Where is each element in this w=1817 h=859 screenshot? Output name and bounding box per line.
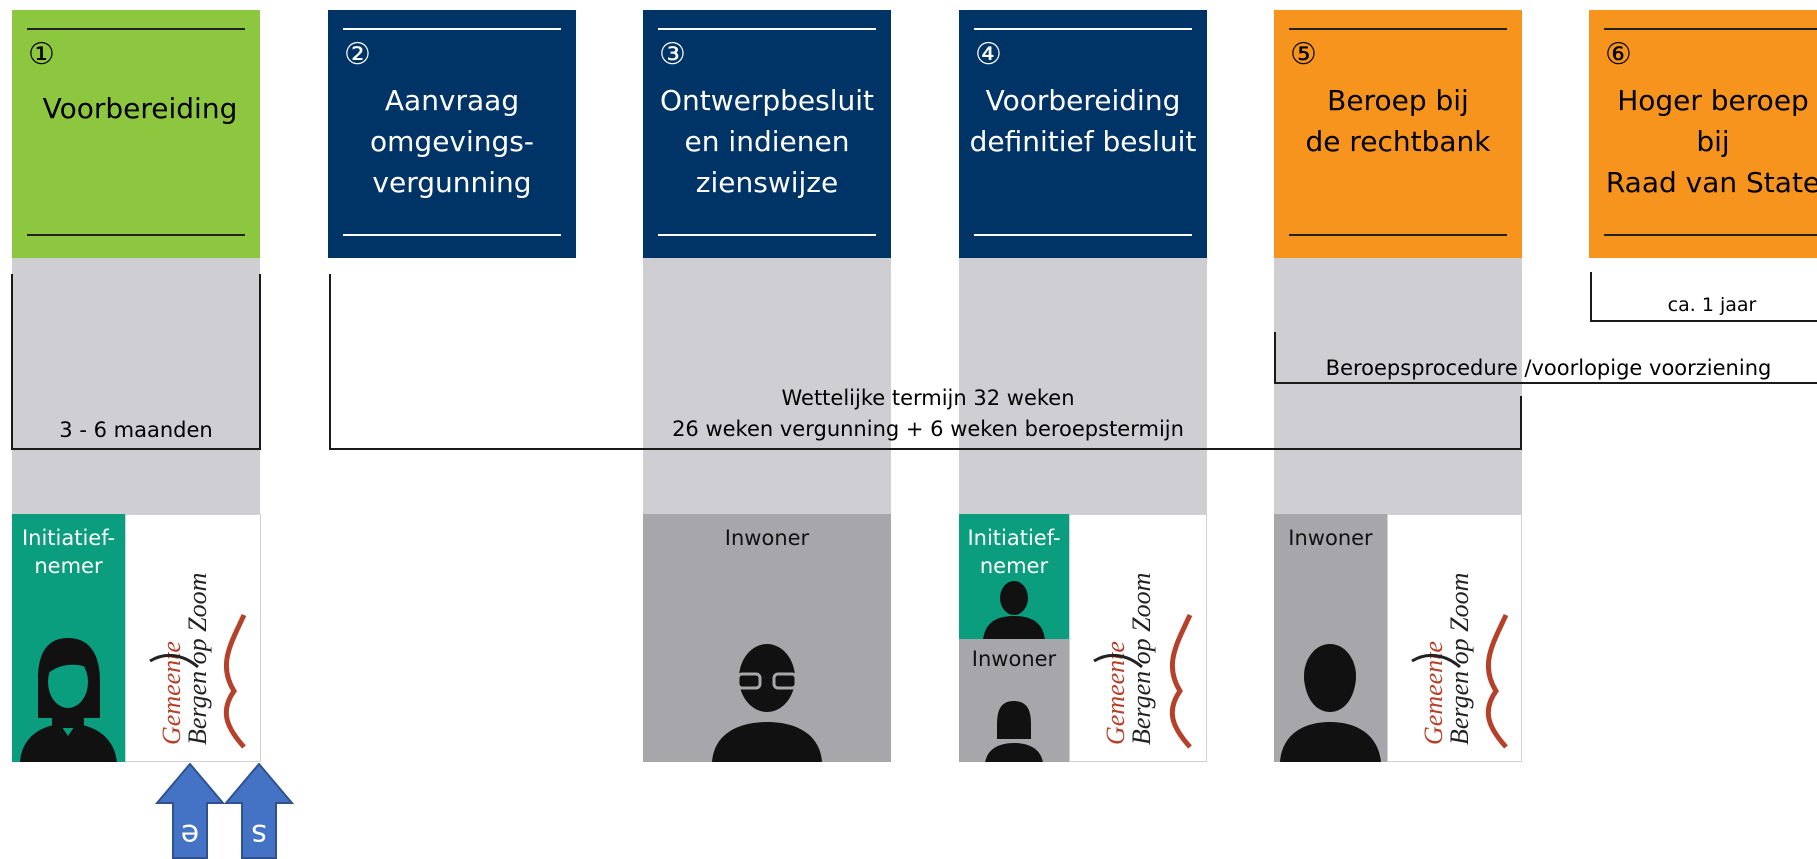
up-arrow-icon: s bbox=[224, 763, 294, 859]
legal-term-label: Wettelijke termijn 32 weken bbox=[781, 386, 1075, 410]
persona-initiator: Initiatief- nemer bbox=[12, 514, 125, 762]
logo-graphic-icon: Bergen op Zoom Gemeente bbox=[1093, 573, 1193, 749]
phase-title: Aanvraag omgevings- vergunning bbox=[370, 84, 534, 199]
persona-label: Initiatief- nemer bbox=[21, 526, 116, 578]
phase-3-header: ③ Ontwerpbesluit en indienen zienswijze bbox=[643, 10, 891, 258]
divider bbox=[1289, 234, 1507, 236]
higher-appeal-label: ca. 1 jaar bbox=[1667, 294, 1757, 316]
appeal-bracket-left bbox=[1274, 332, 1276, 384]
legal-bracket-left bbox=[329, 274, 331, 450]
divider bbox=[658, 234, 876, 236]
appeal-label: Beroepsprocedure /voorlopige voorziening bbox=[1325, 356, 1772, 380]
phase-5-column bbox=[1274, 258, 1522, 514]
bearded-man-avatar-icon bbox=[1280, 644, 1381, 762]
logo-graphic-icon: Bergen op Zoom Gemeente bbox=[149, 573, 247, 749]
divider bbox=[658, 28, 876, 30]
divider bbox=[974, 28, 1192, 30]
phase-2-header: ② Aanvraag omgevings- vergunning bbox=[328, 10, 576, 258]
municipality-logo: Bergen op Zoom Gemeente bbox=[125, 514, 261, 762]
woman-avatar-icon bbox=[985, 701, 1043, 762]
arrow-letter: e bbox=[181, 817, 199, 852]
higher-appeal-bracket-bottom bbox=[1590, 320, 1817, 322]
municipality-logo: Bergen op Zoom Gemeente bbox=[1069, 514, 1207, 762]
persona-resident: Inwoner bbox=[643, 514, 891, 762]
phase-1-header: ① Voorbereiding bbox=[12, 10, 260, 258]
phase-number: ⑤ bbox=[1290, 37, 1317, 72]
phase-number: ② bbox=[344, 37, 371, 72]
prep-bracket-bottom bbox=[11, 448, 261, 450]
persona-label: Inwoner bbox=[971, 647, 1057, 671]
phase-title: Voorbereiding definitief besluit bbox=[969, 84, 1197, 158]
prep-duration-label: 3 - 6 maanden bbox=[59, 418, 213, 442]
phase-title: Beroep bij de rechtbank bbox=[1305, 84, 1491, 158]
divider bbox=[1289, 28, 1507, 30]
divider bbox=[343, 28, 561, 30]
legal-term-detail: 26 weken vergunning + 6 weken beroepster… bbox=[672, 417, 1184, 441]
persona-resident-bearded: Inwoner bbox=[1274, 514, 1387, 762]
phase-title: Voorbereiding bbox=[42, 92, 238, 125]
woman-avatar-icon bbox=[20, 638, 117, 762]
persona-label: Inwoner bbox=[724, 526, 810, 550]
municipality-logo: Bergen op Zoom Gemeente bbox=[1387, 514, 1522, 762]
phase-number: ① bbox=[28, 37, 55, 72]
phase-number: ④ bbox=[975, 37, 1002, 72]
divider bbox=[1604, 28, 1817, 30]
arrow-letter: s bbox=[251, 817, 267, 852]
man-avatar-icon bbox=[983, 581, 1045, 639]
phase-number: ③ bbox=[659, 37, 686, 72]
up-arrow-icon: e bbox=[155, 763, 225, 859]
legal-bracket-bottom bbox=[329, 448, 1522, 450]
divider bbox=[974, 234, 1192, 236]
persona-label: Initiatief- nemer bbox=[967, 526, 1061, 578]
phase-3-column bbox=[643, 258, 891, 514]
prep-bracket-left bbox=[11, 274, 13, 450]
man-with-glasses-avatar-icon bbox=[712, 644, 822, 762]
phase-title: Hoger beroep bij Raad van State bbox=[1605, 84, 1817, 199]
phase-number: ⑥ bbox=[1605, 37, 1632, 72]
phase-4-column bbox=[959, 258, 1207, 514]
phase-title: Ontwerpbesluit en indienen zienswijze bbox=[659, 84, 875, 199]
divider bbox=[343, 234, 561, 236]
phase-4-header: ④ Voorbereiding definitief besluit bbox=[959, 10, 1207, 258]
phase-1-column bbox=[12, 258, 260, 514]
appeal-bracket-bottom bbox=[1274, 382, 1817, 384]
persona-initiator-small: Initiatief- nemer bbox=[959, 514, 1069, 639]
phase-6-header: ⑥ Hoger beroep bij Raad van State bbox=[1589, 10, 1817, 258]
phase-5-header: ⑤ Beroep bij de rechtbank bbox=[1274, 10, 1522, 258]
divider bbox=[27, 28, 245, 30]
persona-label: Inwoner bbox=[1288, 526, 1373, 550]
persona-resident-small: Inwoner bbox=[959, 639, 1069, 762]
prep-bracket-right bbox=[259, 274, 261, 450]
legal-bracket-right bbox=[1520, 396, 1522, 450]
logo-graphic-icon: Bergen op Zoom Gemeente bbox=[1411, 573, 1509, 749]
divider bbox=[27, 234, 245, 236]
divider bbox=[1604, 234, 1817, 236]
higher-appeal-bracket-left bbox=[1590, 272, 1592, 322]
